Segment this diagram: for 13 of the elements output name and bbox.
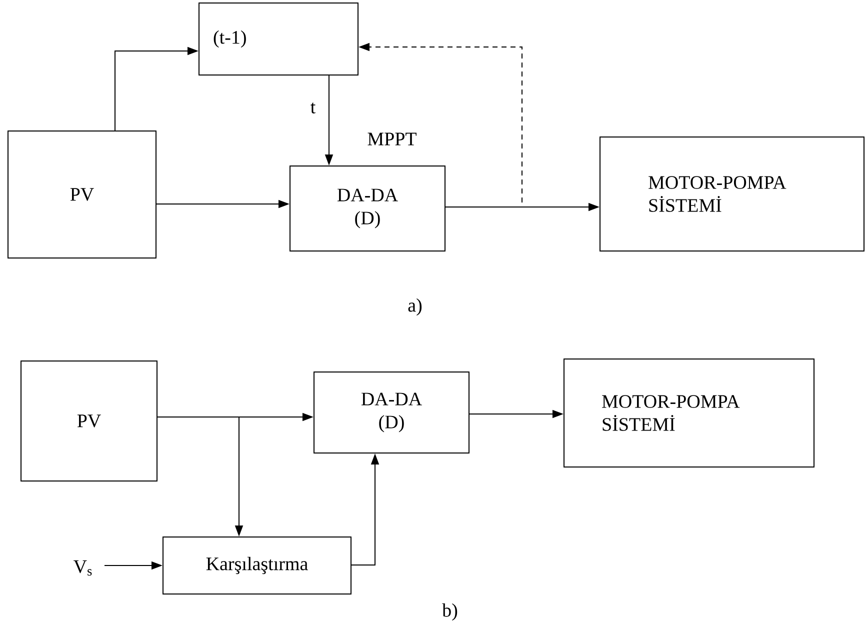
process-box: Karşılaştırma [162,536,352,594]
process-box: MOTOR-POMPA SİSTEMİ [600,136,864,252]
process-box: (t-1) [198,2,358,76]
panel-label: b) [442,603,458,621]
process-box: DA-DA (D) [314,372,470,454]
process-box: PV [8,130,156,258]
input-label: V$_{s}$ [74,560,92,576]
process-box: MOTOR-POMPA SİSTEMİ [564,358,814,468]
process-box: DA-DA (D) [290,166,446,252]
panel-label: a) [408,298,422,316]
annotation-label: MPPT [368,132,416,146]
process-box: PV [20,360,158,482]
edge-label: t [309,102,317,114]
